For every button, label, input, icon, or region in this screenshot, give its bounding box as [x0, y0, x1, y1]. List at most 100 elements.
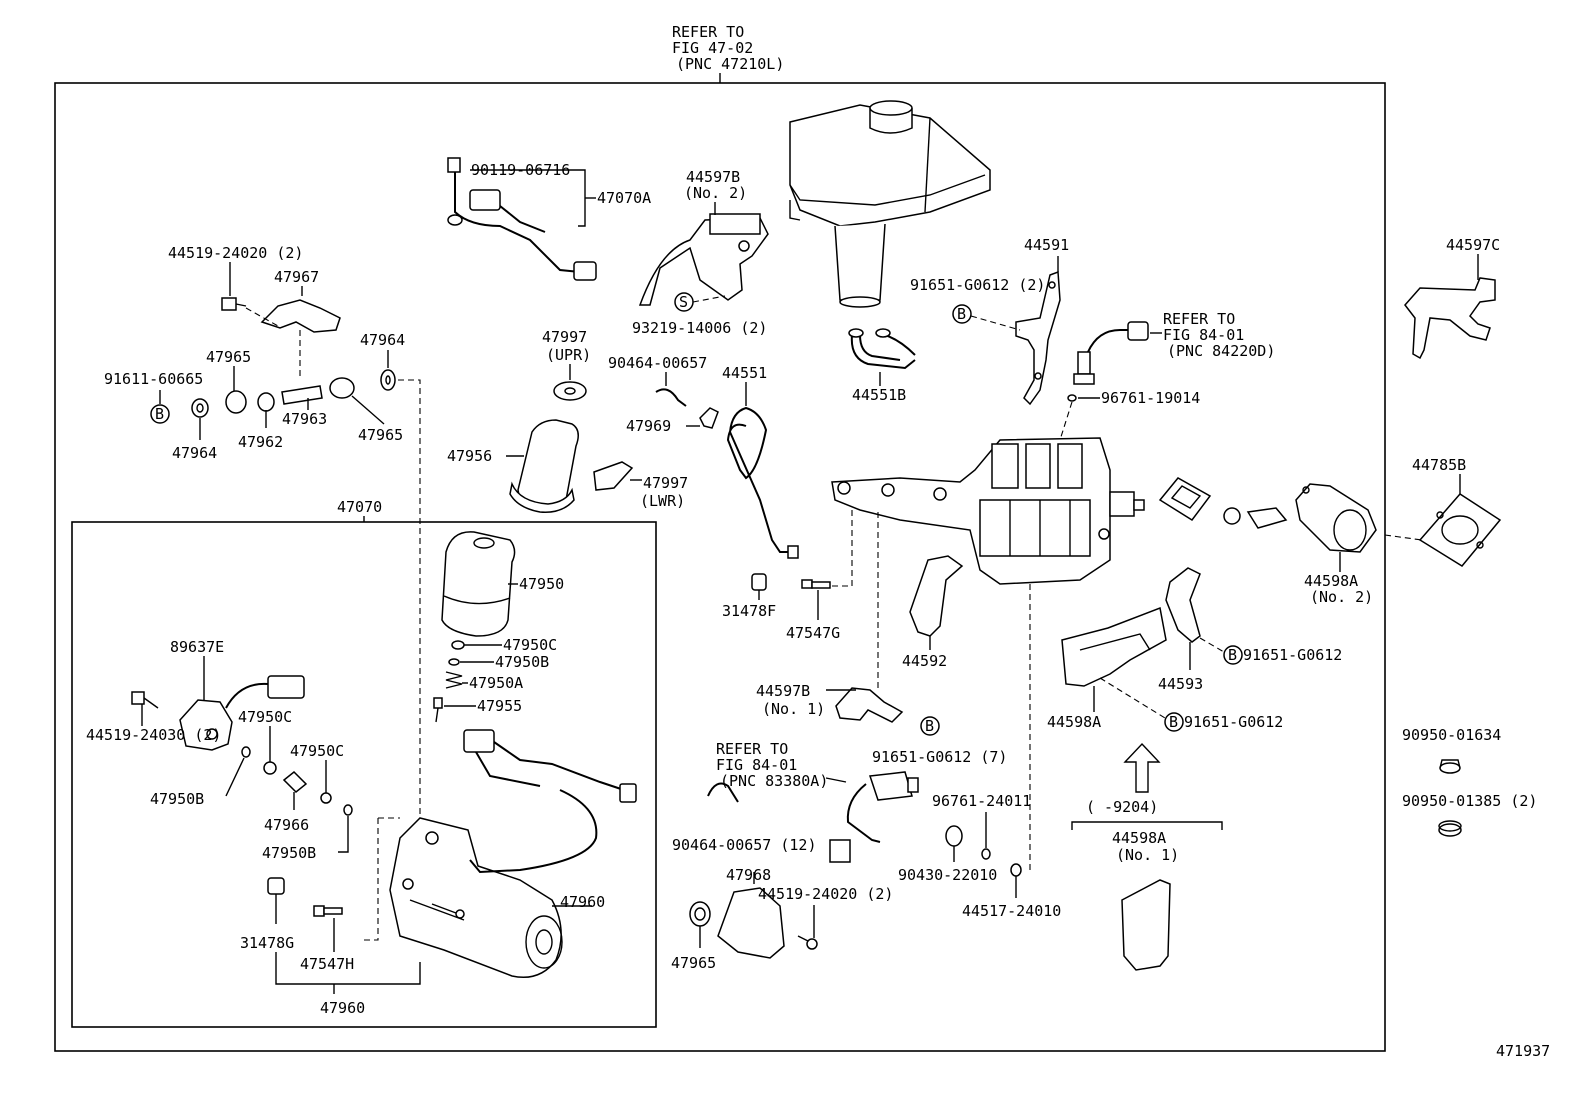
clip-90464-00657-12: [707, 782, 739, 803]
label-47964-a: 47964: [360, 331, 405, 349]
svg-text:FIG 47-02: FIG 47-02: [672, 39, 753, 57]
label-31478g: 31478G: [240, 934, 294, 952]
bushing-47965-b: [329, 377, 355, 399]
label-range-9204: ( -9204): [1086, 798, 1158, 816]
pump-motor-47960: [389, 817, 563, 978]
pin-47963: [281, 385, 323, 405]
washer-90430-22010: [945, 825, 963, 847]
wire-44551: [726, 406, 799, 559]
svg-text:B: B: [957, 305, 966, 323]
label-90464-00657-12: 90464-00657 (12): [672, 836, 817, 854]
seal-47997-lwr: [593, 461, 634, 491]
label-47965-b: 47965: [358, 426, 403, 444]
ring-47964-a: [380, 369, 396, 391]
clip-47969: [699, 407, 719, 429]
label-47960-b: 47960: [320, 999, 365, 1017]
label-44551b: 44551B: [852, 386, 906, 404]
bolt-44519-24020-b: [797, 935, 818, 950]
sub-assembly-frame-47070: [71, 521, 657, 1028]
sensor-89637e: [179, 675, 305, 751]
plug-47966: [282, 770, 308, 794]
label-90950-01634: 90950-01634: [1402, 726, 1501, 744]
label-91651-g0612-r1: 91651-G0612: [1243, 646, 1342, 664]
label-47968: 47968: [726, 866, 771, 884]
label-90119-06716: 90119-06716: [471, 161, 570, 179]
label-44598a-no2: 44598A: [1304, 572, 1358, 590]
brake-actuator-assembly: [831, 437, 1145, 585]
label-47070a: 47070A: [597, 189, 651, 207]
bracket-44598a: [1061, 606, 1167, 687]
ref-84-01-84220d: REFER TO FIG 84-01 (PNC 84220D): [1163, 310, 1275, 360]
bleeder-47547h: [313, 905, 343, 917]
svg-text:B: B: [925, 717, 934, 735]
label-47950c-3: 47950C: [290, 742, 344, 760]
bracket-44597c: [1404, 277, 1496, 360]
label-44551: 44551: [722, 364, 767, 382]
bracket-44597b-no1: [835, 687, 904, 723]
label-47950c-1: 47950C: [503, 636, 557, 654]
label-47955: 47955: [477, 697, 522, 715]
bracket-44593: [1165, 567, 1201, 643]
washer-47997-upr: [553, 381, 587, 401]
label-44593: 44593: [1158, 675, 1203, 693]
o-ring-44517-24010: [1010, 863, 1022, 877]
label-44597b-no1-sub: (No. 1): [762, 700, 825, 718]
bracket-47968: [717, 887, 785, 959]
spring-47950a: [445, 671, 463, 689]
sleeve-47962: [257, 392, 275, 412]
label-47956: 47956: [447, 447, 492, 465]
o-ring-96761-19014: [1067, 394, 1077, 402]
bracket-44597b-no2: [638, 213, 769, 306]
o-ring-47950c-2: [263, 761, 277, 775]
plug-90950-01385: [1438, 820, 1462, 837]
grommet-90950-01634: [1439, 759, 1461, 774]
figure-number: 471937: [1496, 1042, 1550, 1060]
label-47950a: 47950A: [469, 674, 523, 692]
o-ring-96761-24011: [981, 848, 991, 860]
label-47950c-2: 47950C: [238, 708, 292, 726]
bracket-44592: [909, 555, 964, 637]
clip-90464-00657: [655, 388, 687, 407]
nut-small: [1223, 507, 1241, 525]
label-44597c: 44597C: [1446, 236, 1500, 254]
pump-harness: [463, 729, 637, 874]
label-47997-lwr-sub: (LWR): [640, 492, 685, 510]
o-ring-47950b-3: [343, 804, 353, 816]
direction-arrow: [1123, 742, 1161, 793]
label-90430-22010: 90430-22010: [898, 866, 997, 884]
label-91651-g0612-7: 91651-G0612 (7): [872, 748, 1007, 766]
label-90464-00657: 90464-00657: [608, 354, 707, 372]
label-93219-14006: 93219-14006 (2): [632, 319, 767, 337]
svg-text:B: B: [1169, 713, 1178, 731]
bolt-marker-91651-r2: B: [1164, 712, 1184, 732]
label-47967: 47967: [274, 268, 319, 286]
label-90950-01385: 90950-01385 (2): [1402, 792, 1537, 810]
svg-text:(PNC 47210L): (PNC 47210L): [676, 55, 784, 73]
cover-47956: [509, 419, 579, 513]
o-ring-47950c-1: [451, 640, 465, 650]
svg-text:(PNC 84220D): (PNC 84220D): [1167, 342, 1275, 360]
ring-47964-b: [191, 398, 209, 418]
bleeder-47547g: [801, 579, 831, 589]
label-44591: 44591: [1024, 236, 1069, 254]
ref-84-01-83380a: REFER TO FIG 84-01 (PNC 83380A): [716, 740, 828, 790]
pressure-sensor: [1073, 321, 1149, 385]
label-47960-a: 47960: [560, 893, 605, 911]
label-89637e: 89637E: [170, 638, 224, 656]
stroke-simulator-44598a-no2: [1295, 483, 1377, 553]
svg-text:REFER TO: REFER TO: [716, 740, 788, 758]
gasket-44785b: [1418, 493, 1502, 567]
label-44597b-no1: 44597B: [756, 682, 810, 700]
label-44592: 44592: [902, 652, 947, 670]
label-47962: 47962: [238, 433, 283, 451]
label-96761-24011: 96761-24011: [932, 792, 1031, 810]
label-47950b-2: 47950B: [150, 790, 204, 808]
clip-small: [1246, 507, 1288, 529]
label-91651-g0612-r2: 91651-G0612: [1184, 713, 1283, 731]
cap-31478f: [751, 573, 767, 591]
cap-31478g: [267, 877, 285, 895]
bolt-marker-91651-2: B: [952, 304, 972, 324]
label-47969: 47969: [626, 417, 671, 435]
wire-harness-47070a: [447, 157, 597, 281]
svg-text:REFER TO: REFER TO: [672, 23, 744, 41]
